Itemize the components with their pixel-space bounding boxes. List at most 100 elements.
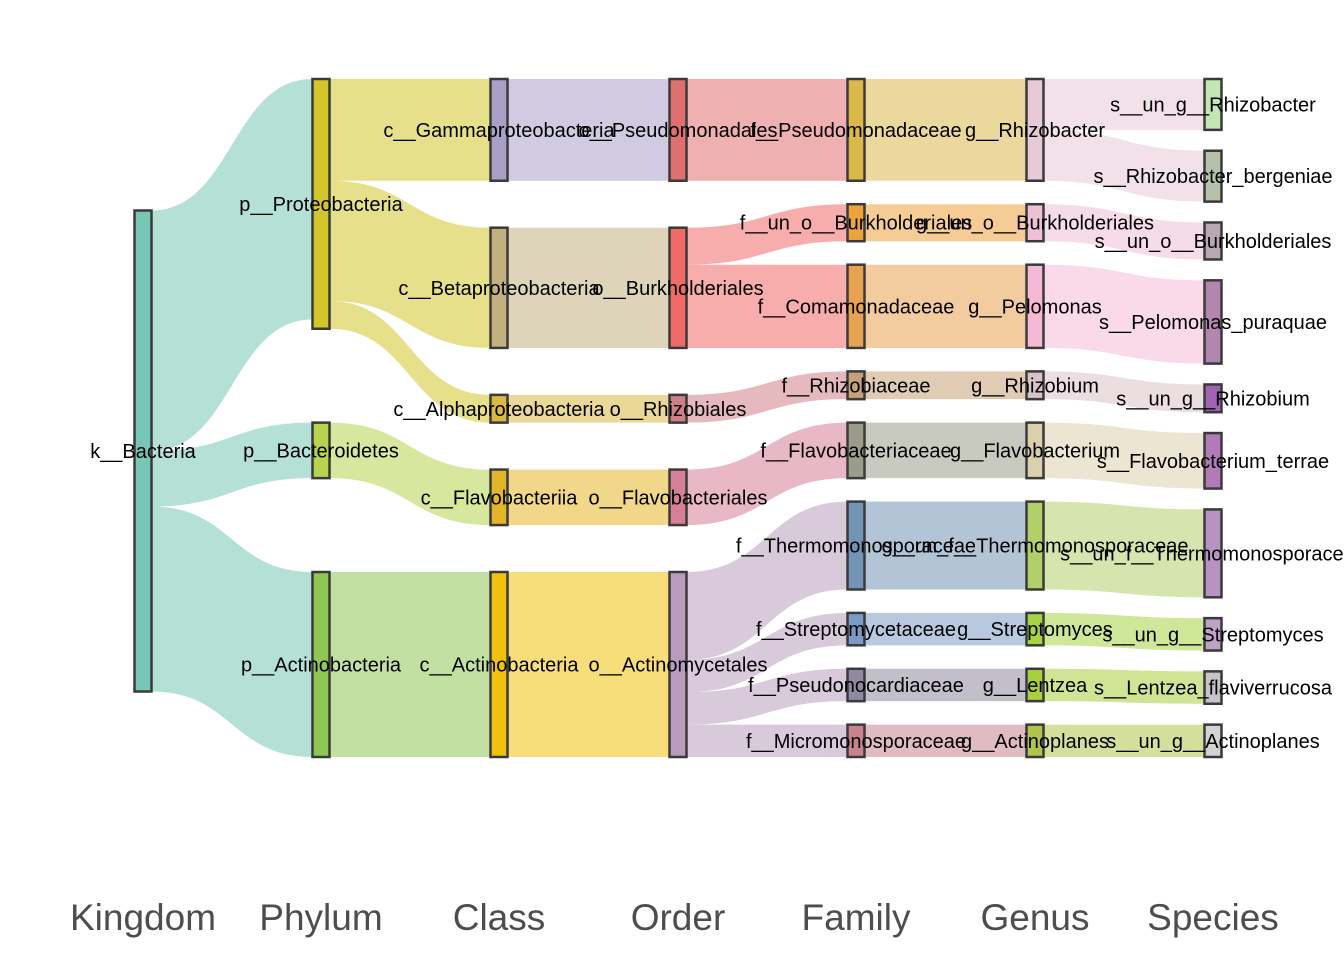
ribbon-g_rhb-to-s_rbe	[1043, 129, 1205, 202]
node-label-o_fla: o__Flavobacteriales	[589, 487, 768, 509]
node-label-f_fla: f__Flavobacteriaceae	[760, 440, 951, 462]
ribbon-c_fla-to-o_fla	[507, 469, 670, 526]
node-label-c_bet: c__Betaproteobacteria	[398, 278, 600, 300]
node-c_bet	[489, 226, 509, 350]
node-c_act	[489, 570, 509, 759]
node-label-p_bac: p__Bacteroidetes	[243, 440, 399, 462]
node-g_the	[1025, 500, 1045, 591]
node-label-s_rhb: s__un_g__Rhizobacter	[1110, 94, 1316, 116]
node-label-s_rhz: s__un_g__Rhizobium	[1116, 388, 1309, 410]
ribbon-k-to-p_act	[151, 506, 313, 757]
node-o_fla	[668, 468, 688, 527]
node-s_len	[1203, 670, 1223, 706]
ribbon-p_act-to-c_act	[329, 572, 491, 757]
node-c_gam	[489, 77, 509, 182]
ribbon-p_bac-to-c_fla	[329, 422, 491, 526]
node-label-c_act: c__Actinobacteria	[420, 655, 580, 677]
node-label-g_the: g__un_f__Thermomonosporaceae	[882, 536, 1189, 558]
node-label-f_psn: f__Pseudonocardiaceae	[748, 675, 964, 697]
node-label-g_rhb: g__Rhizobacter	[965, 120, 1105, 142]
node-label-s_len: s__Lentzea_flaviverrucosa	[1094, 678, 1333, 700]
ribbon-k-to-p_bac	[151, 422, 313, 507]
ribbon-o_act-to-f_mic	[686, 724, 848, 757]
node-labels-layer: k__Bacteriap__Proteobacteriap__Bacteroid…	[90, 94, 1344, 752]
level-axis-labels: Kingdom Phylum Class Order Family Genus …	[70, 897, 1279, 938]
ribbon-f_unb-to-g_unb	[864, 204, 1027, 242]
node-label-g_rhz: g__Rhizobium	[971, 375, 1099, 397]
node-f_com	[846, 263, 866, 350]
node-c_fla	[489, 468, 509, 527]
level-label-genus: Genus	[980, 897, 1089, 938]
node-s_rbe	[1203, 149, 1223, 203]
node-g_unb	[1025, 202, 1045, 243]
ribbon-o_rhi-to-f_rhi	[686, 371, 848, 423]
node-f_str	[846, 611, 866, 647]
node-label-g_str: g__Streptomyces	[957, 619, 1113, 641]
level-label-family: Family	[802, 897, 911, 938]
ribbon-g_the-to-s_the	[1043, 501, 1205, 598]
node-label-g_pel: g__Pelomonas	[968, 296, 1101, 318]
nodes-layer	[133, 77, 1223, 759]
ribbon-f_com-to-g_pel	[864, 264, 1027, 348]
node-label-g_len: g__Lentzea	[983, 675, 1088, 697]
node-p_pro	[311, 77, 331, 330]
node-label-o_pse: o__Pseudomonadales	[578, 120, 777, 142]
ribbon-o_bur-to-f_com	[686, 264, 848, 348]
node-g_str	[1025, 611, 1045, 647]
node-s_rhb	[1203, 77, 1223, 132]
node-label-c_alp: c__Alphaproteobacteria	[393, 399, 605, 421]
node-f_the	[846, 500, 866, 591]
ribbon-o_act-to-f_the	[686, 501, 848, 660]
node-s_unb	[1203, 221, 1223, 261]
node-label-o_rhi: o__Rhizobiales	[610, 399, 747, 421]
ribbon-o_pse-to-f_pse	[686, 79, 848, 181]
ribbon-g_pel-to-s_pel	[1043, 264, 1205, 364]
node-label-p_act: p__Actinobacteria	[241, 655, 402, 677]
node-g_act	[1025, 723, 1045, 759]
node-label-c_gam: c__Gammaproteobacteria	[383, 120, 615, 142]
node-s_rhz	[1203, 383, 1223, 414]
node-label-s_the: s__un_f__Thermomonosporaceae	[1060, 543, 1344, 565]
node-f_mic	[846, 723, 866, 759]
node-label-s_rbe: s__Rhizobacter_bergeniae	[1093, 166, 1332, 188]
ribbon-f_fla-to-g_fla	[864, 422, 1027, 479]
node-label-o_bur: o__Burkholderiales	[592, 278, 763, 300]
node-label-g_act: g__Actinoplanes	[961, 731, 1109, 753]
node-s_str	[1203, 616, 1223, 652]
ribbon-f_the-to-g_the	[864, 501, 1027, 590]
node-f_unb	[846, 202, 866, 243]
node-label-f_unb: f__un_o__Burkholderiales	[740, 213, 972, 235]
ribbon-g_unb-to-s_unb	[1043, 204, 1205, 260]
ribbon-g_act-to-s_act	[1043, 724, 1205, 757]
ribbon-g_str-to-s_str	[1043, 612, 1205, 651]
node-s_act	[1203, 723, 1223, 759]
node-label-s_unb: s__un_o__Burkholderiales	[1095, 231, 1332, 253]
node-label-f_com: f__Comamonadaceae	[758, 296, 955, 318]
node-label-f_mic: f__Micromonosporaceae	[746, 731, 966, 753]
ribbon-o_act-to-f_psn	[686, 668, 848, 725]
node-label-f_the: f__Thermomonosporaceae	[736, 536, 976, 558]
ribbon-o_act-to-f_str	[686, 612, 848, 693]
node-s_pel	[1203, 279, 1223, 365]
node-f_rhi	[846, 370, 866, 401]
node-o_pse	[668, 77, 688, 182]
ribbon-g_len-to-s_len	[1043, 668, 1205, 704]
node-c_alp	[489, 393, 509, 424]
node-o_bur	[668, 226, 688, 350]
node-s_fla	[1203, 431, 1223, 490]
node-label-f_str: f__Streptomycetaceae	[756, 619, 956, 641]
node-f_psn	[846, 667, 866, 703]
node-label-f_pse: f__Pseudomonadaceae	[750, 120, 961, 142]
node-p_bac	[311, 421, 331, 480]
node-g_pel	[1025, 263, 1045, 350]
level-label-order: Order	[631, 897, 726, 938]
ribbon-f_pse-to-g_rhb	[864, 79, 1027, 181]
ribbon-p_pro-to-c_gam	[329, 79, 491, 181]
ribbon-c_bet-to-o_bur	[507, 227, 670, 348]
node-g_rhb	[1025, 77, 1045, 182]
node-k	[133, 209, 153, 693]
level-label-phylum: Phylum	[259, 897, 382, 938]
node-f_pse	[846, 77, 866, 182]
ribbon-c_gam-to-o_pse	[507, 79, 670, 181]
